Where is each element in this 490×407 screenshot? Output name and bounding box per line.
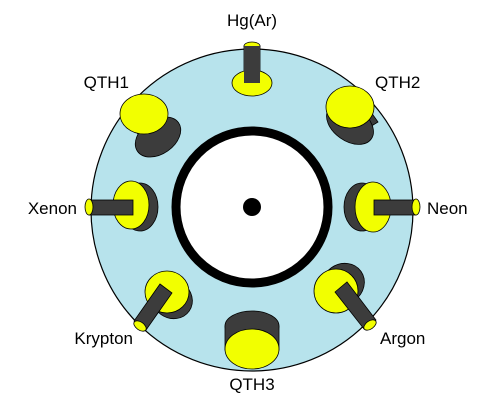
label-neon: Neon (427, 199, 468, 218)
lamp-qth1 (119, 93, 182, 158)
lamp-qth1-face (119, 93, 169, 135)
lamp-neon-rod (373, 199, 417, 216)
lamp-qth3 (224, 310, 280, 370)
lamp-neon-rod-cap (411, 198, 421, 216)
label-krypton: Krypton (74, 329, 133, 348)
lamp-argon-rod (334, 281, 377, 330)
label-qth2: QTH2 (375, 73, 420, 92)
lamp-argon (313, 262, 377, 331)
label-argon: Argon (380, 329, 425, 348)
lamp-xenon (84, 180, 159, 232)
lamp-neon (343, 181, 421, 233)
label-qth1: QTH1 (84, 73, 129, 92)
label-hg-ar: Hg(Ar) (227, 11, 277, 30)
lamp-krypton-rod-cap (133, 320, 147, 332)
lamp-xenon-rod-cap (84, 198, 94, 216)
lamp-hg-ar-rod (244, 46, 260, 83)
label-xenon: Xenon (28, 199, 77, 218)
lamp-xenon-rod (88, 199, 134, 216)
lamp-qth2-face (325, 85, 375, 129)
lamp-argon-rod-cap (363, 319, 377, 331)
central-ring (171, 126, 333, 288)
lamp-qth2 (325, 85, 379, 145)
label-qth3: QTH3 (229, 375, 274, 394)
center-dot (243, 198, 261, 216)
lamp-hg-ar (231, 41, 273, 97)
lamp-qth3-face (224, 328, 280, 370)
lamp-krypton (133, 270, 193, 332)
